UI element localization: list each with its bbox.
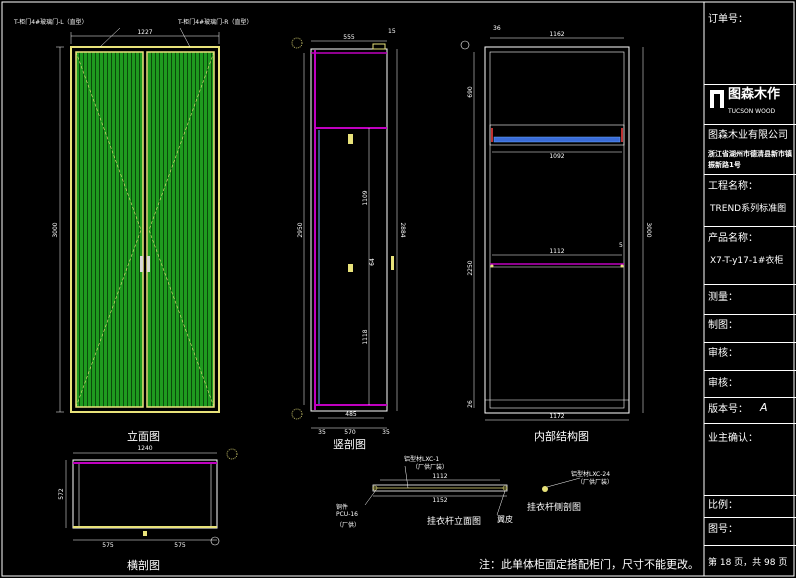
elevation-height: 3000 — [52, 222, 59, 237]
internal-seg3: 26 — [467, 400, 474, 408]
section-mid: 570 — [344, 429, 356, 436]
product-name: X7-T-y17-1#衣柜 — [710, 256, 784, 266]
version-value: A — [760, 401, 768, 414]
door-right — [146, 51, 215, 408]
project-cell: 工程名称： TREND系列标准图 — [704, 174, 796, 227]
section-lower-h: 1118 — [362, 329, 369, 344]
rod-side-title: 挂衣杆侧剖图 — [527, 503, 582, 513]
internal-rod-width: 1112 — [549, 248, 564, 255]
order-no-label: 订单号： — [708, 14, 748, 25]
logo-cn: 图森木作 — [728, 87, 781, 102]
section-view: 555 15 2950 2884 1109 1118 64 485 35 570… — [291, 28, 406, 436]
version-label: 版本号： — [708, 404, 748, 415]
rod-profile: 铝型材LXC-1 — [404, 456, 440, 463]
internal-seg2: 2250 — [467, 260, 474, 275]
check1-cell: 审核： — [704, 342, 796, 371]
elevation-width: 1227 — [137, 29, 152, 36]
survey-label: 测量： — [708, 292, 738, 303]
internal-height: 3000 — [645, 222, 652, 237]
section-mid-h: 1109 — [362, 190, 369, 205]
rod-width1: 1112 — [432, 473, 447, 480]
plan-right-w: 575 — [174, 542, 186, 549]
door-right-label: T-柜门4#玻璃门-R（直型） — [177, 18, 252, 26]
internal-top-width: 1162 — [549, 31, 564, 38]
drawing-no-cell: 图号： — [704, 517, 796, 546]
section-handle: 64 — [369, 258, 376, 266]
handle-left — [140, 256, 143, 272]
rod-side-profile: 铝型材LXC-24 — [571, 471, 611, 478]
plan-title: 横剖图 — [127, 559, 160, 572]
rod-side-vendor: （厂供厂装） — [577, 479, 614, 486]
section-inner-h: 2884 — [399, 222, 406, 237]
section-right: 35 — [382, 429, 390, 436]
plan-depth: 572 — [58, 488, 65, 500]
logo-cell: 图森木作 TUCSON WOOD — [704, 84, 796, 125]
section-top-depth: 555 — [343, 34, 355, 41]
check2-cell: 审核： — [704, 370, 796, 398]
rod-width2: 1152 — [432, 497, 447, 504]
rod-fitting-code: PCU-16 — [336, 511, 358, 518]
internal-shelf-width: 1092 — [549, 153, 564, 160]
internal-seg1: 690 — [467, 86, 474, 98]
plan-left-w: 575 — [102, 542, 114, 549]
logo-en: TUCSON WOOD — [728, 108, 776, 115]
elevation-view: 1227 3000 T-柜门4#玻璃门-L（直型） T-柜门4#玻璃门-R（直型… — [13, 18, 252, 413]
ratio-cell: 比例： — [704, 495, 796, 518]
survey-cell: 测量： — [704, 284, 796, 315]
plan-view: 1240 572 575 575 — [58, 445, 238, 549]
rod-side — [542, 477, 581, 492]
product-label: 产品名称： — [708, 233, 758, 244]
door-left — [75, 51, 144, 408]
drawn-cell: 制图： — [704, 314, 796, 343]
elevation-title: 立面图 — [127, 430, 160, 443]
drawn-label: 制图： — [708, 320, 738, 331]
title-block: 订单号： 图森木作 TUCSON WOOD 图森木业有限公司 浙江省湖州市德清县… — [704, 0, 796, 578]
rod-end-label: 翼皮 — [497, 515, 513, 524]
company-address: 浙江省湖州市德清县新市镇 — [708, 150, 792, 158]
page-cell: 第 18 页，共 98 页 — [704, 545, 796, 578]
internal-title: 内部结构图 — [534, 430, 589, 443]
version-cell: 版本号： A — [704, 397, 796, 424]
handle-right — [147, 256, 150, 272]
check1-label: 审核： — [708, 348, 738, 359]
owner-label: 业主确认： — [708, 433, 758, 444]
company-address-2: 振新路1号 — [708, 161, 741, 169]
page-label: 第 18 页，共 98 页 — [708, 558, 788, 568]
section-left: 35 — [318, 429, 326, 436]
section-total-h: 2950 — [297, 222, 304, 237]
internal-rod-off: 5 — [619, 242, 623, 249]
plan-width: 1240 — [137, 445, 152, 452]
product-cell: 产品名称： X7-T-y17-1#衣柜 — [704, 226, 796, 285]
rod-vendor: （厂供厂装） — [412, 464, 449, 471]
section-top-gap: 15 — [388, 28, 396, 35]
rod-fitting-vendor: （厂供） — [336, 522, 361, 529]
section-title: 竖剖图 — [333, 438, 366, 451]
door-left-label: T-柜门4#玻璃门-L（直型） — [13, 18, 88, 26]
company-cell: 图森木业有限公司 浙江省湖州市德清县新市镇 振新路1号 — [704, 124, 796, 175]
rod-title: 挂衣杆立面图 — [427, 517, 482, 527]
section-bottom-depth: 485 — [345, 411, 357, 418]
order-no-cell: 订单号： — [704, 0, 796, 85]
internal-shelf — [489, 124, 625, 146]
check2-label: 审核： — [708, 378, 738, 389]
project-label: 工程名称： — [708, 181, 758, 192]
rod-elevation: 1112 1152 — [364, 465, 508, 516]
project-name: TREND系列标准图 — [710, 204, 787, 214]
internal-bottom-width: 1172 — [549, 413, 564, 420]
ratio-label: 比例： — [708, 500, 738, 511]
cabinet-frame — [70, 46, 220, 413]
owner-cell: 业主确认： — [704, 423, 796, 496]
internal-view: 1162 36 1092 1112 5 1172 3000 690 2250 2… — [460, 25, 652, 421]
drawing-note: 注：此单体柜面定搭配柜门，尺寸不能更改。 — [479, 558, 699, 571]
company-name: 图森木业有限公司 — [708, 130, 788, 141]
drawing-no-label: 图号： — [708, 524, 738, 535]
rod-fitting: 铜件 — [336, 504, 349, 511]
internal-top-off: 36 — [493, 25, 501, 32]
